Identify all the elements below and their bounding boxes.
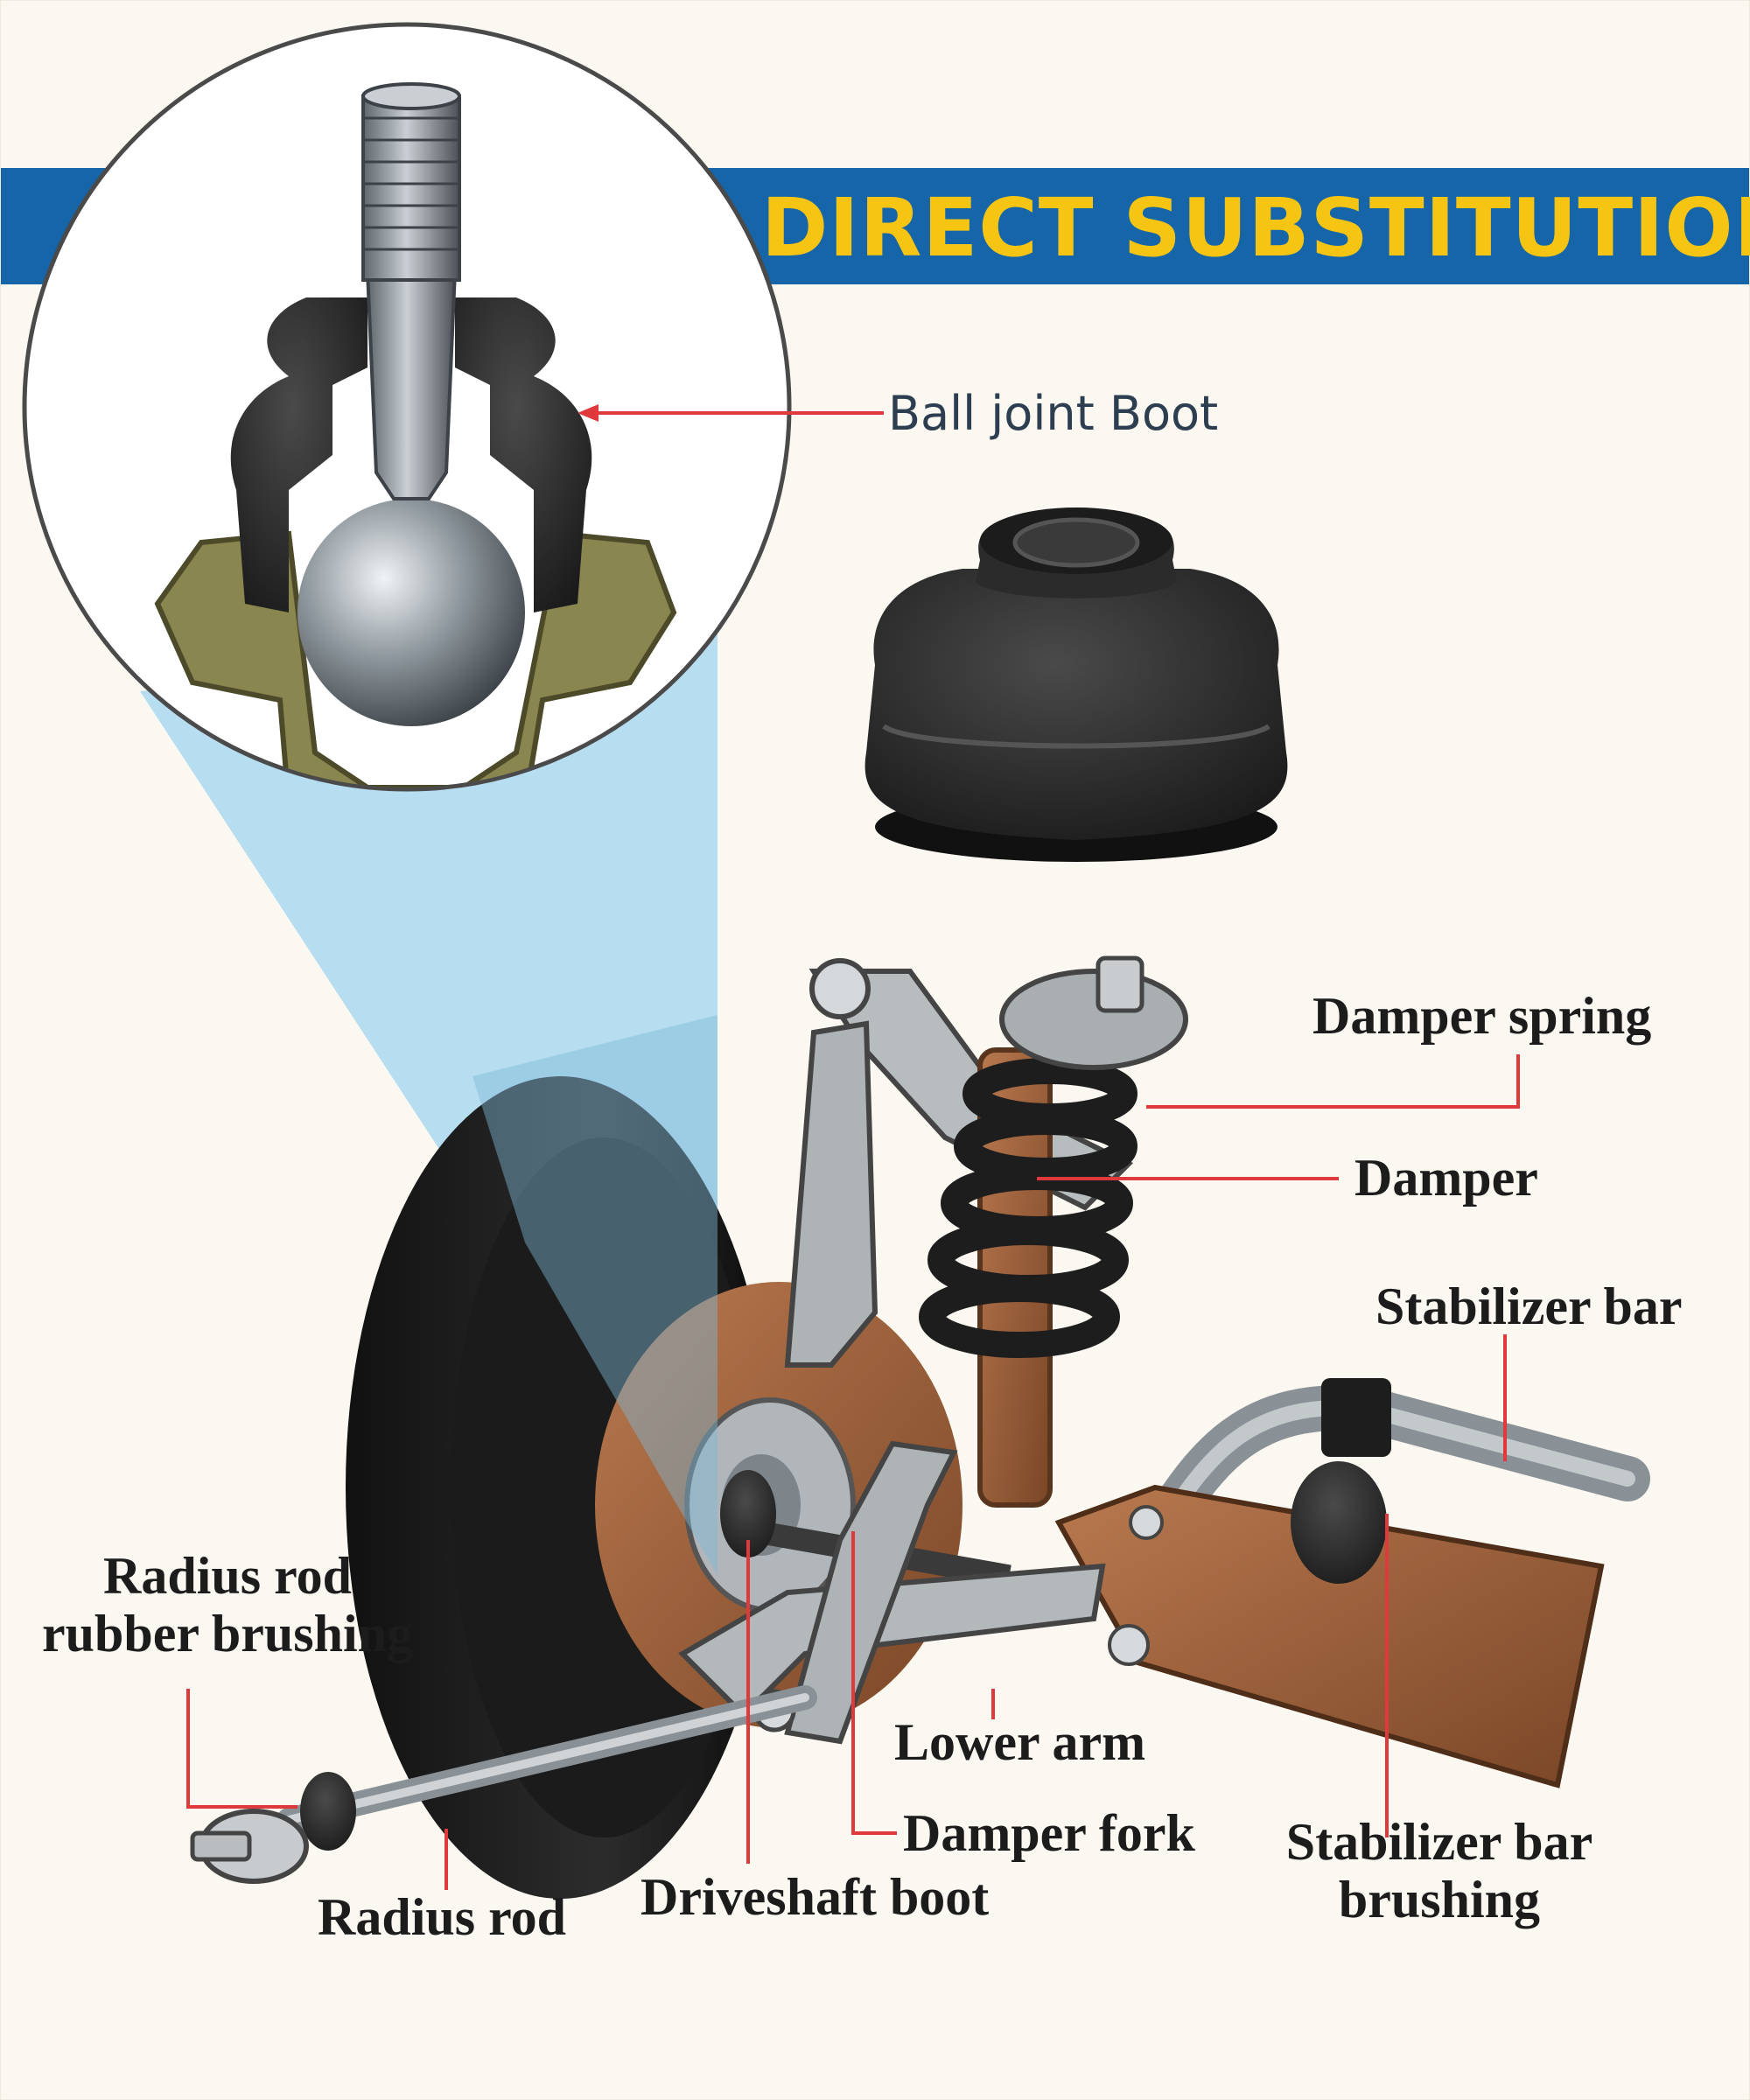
radius-rod-bushing bbox=[300, 1772, 356, 1851]
label-radius-rod-bushing: Radius rod rubber brushing bbox=[26, 1547, 429, 1662]
label-radius-rod-bushing-line2: rubber brushing bbox=[41, 1605, 414, 1662]
boot-section bbox=[230, 298, 368, 612]
label-stabilizer-bushing-line1: Stabilizer bar bbox=[1285, 1813, 1593, 1871]
label-ball-joint-boot: Ball joint Boot bbox=[888, 386, 1219, 441]
label-damper-fork: Damper fork bbox=[903, 1804, 1195, 1862]
ball-joint-cutaway-circle bbox=[22, 22, 792, 792]
stabilizer-bracket bbox=[1321, 1378, 1391, 1457]
label-radius-rod: Radius rod bbox=[318, 1888, 567, 1946]
leader-lines bbox=[186, 404, 1520, 1890]
ball-stud bbox=[298, 499, 525, 726]
driveshaft-boot bbox=[720, 1470, 776, 1558]
label-lower-arm: Lower arm bbox=[894, 1713, 1146, 1771]
top-mount bbox=[999, 969, 1188, 1070]
label-stabilizer-bushing-line2: brushing bbox=[1338, 1871, 1541, 1928]
label-damper-spring: Damper spring bbox=[1312, 987, 1652, 1045]
label-stabilizer-bushing: Stabilizer bar brushing bbox=[1256, 1813, 1623, 1928]
suspension-assembly bbox=[190, 956, 1650, 1899]
ball-joint-boot-product bbox=[864, 508, 1288, 862]
thread bbox=[361, 94, 461, 282]
stabilizer-bushing bbox=[1291, 1461, 1387, 1584]
label-stabilizer-bar: Stabilizer bar bbox=[1376, 1278, 1683, 1335]
label-driveshaft-boot: Driveshaft boot bbox=[640, 1868, 990, 1926]
banner-title: DIRECT SUBSTITUTION bbox=[761, 181, 1750, 275]
damper-fork bbox=[784, 1440, 958, 1745]
label-radius-rod-bushing-line1: Radius rod bbox=[102, 1547, 352, 1605]
label-damper: Damper bbox=[1354, 1149, 1538, 1207]
